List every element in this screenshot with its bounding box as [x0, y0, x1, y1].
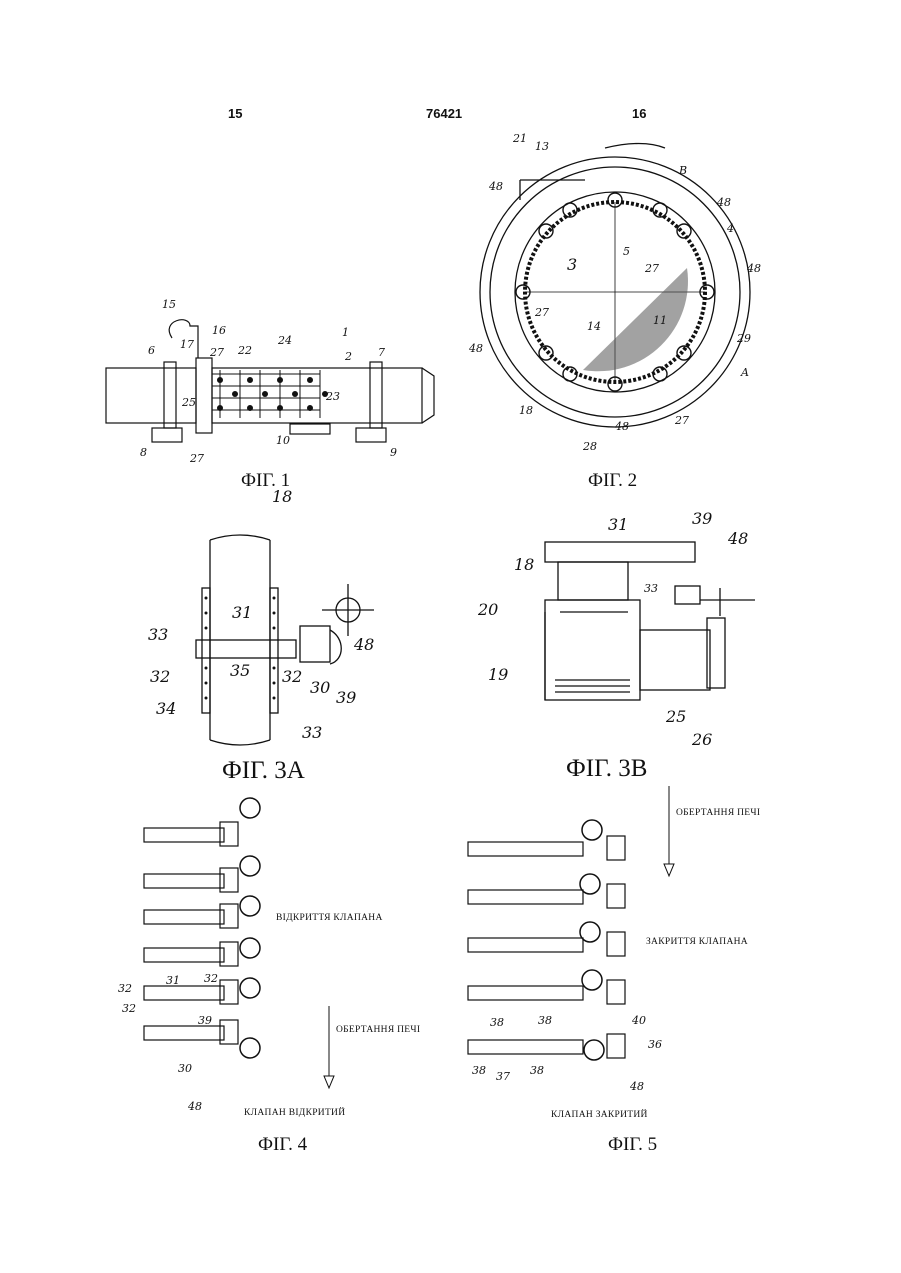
fig2-label-29: 29 [736, 332, 751, 345]
fig1-label-22: 22 [237, 344, 252, 357]
fig3a-label-48: 48 [353, 635, 374, 654]
fig4-label-39: 39 [198, 1014, 212, 1027]
document-number: 76421 [426, 106, 462, 121]
fig3a-label-18: 18 [272, 487, 292, 506]
fig5-label-38-a: 38 [490, 1016, 504, 1029]
fig2-label-48-a: 48 [488, 180, 503, 193]
fig3b-label-19: 19 [488, 665, 508, 684]
fig1-label-8: 8 [140, 446, 147, 459]
fig5-label-38-b: 38 [538, 1014, 552, 1027]
fig1-label-27: 27 [209, 346, 224, 359]
fig5-note-state: КЛАПАН ЗАКРИТИЙ [551, 1110, 648, 1120]
fig2-label-21: 21 [512, 132, 527, 145]
figure-5-drawing: 38 38 40 36 38 37 38 48 [462, 800, 662, 1100]
fig2-label-5: 5 [623, 245, 630, 258]
fig1-label-17: 17 [180, 338, 194, 351]
fig4-note-opening: ВІДКРИТТЯ КЛАПАНА [276, 913, 383, 923]
fig3b-label-48: 48 [727, 529, 748, 548]
fig3b-label-20: 20 [477, 600, 498, 619]
fig3b-label-25: 25 [665, 707, 686, 726]
fig2-label-11: 11 [653, 314, 667, 327]
fig3b-label-18: 18 [514, 555, 534, 574]
fig1-label-25: 25 [181, 396, 196, 409]
fig5-label-36: 36 [648, 1038, 662, 1051]
fig1-label-23: 23 [325, 390, 340, 403]
page-number-right: 16 [632, 106, 646, 121]
fig4-label-32-a: 32 [118, 982, 132, 995]
fig3a-label-33-b: 33 [302, 723, 322, 742]
fig5-label-38-c: 38 [472, 1064, 486, 1077]
fig4-label-48: 48 [187, 1100, 202, 1113]
fig4-note-state: КЛАПАН ВІДКРИТИЙ [244, 1108, 345, 1118]
fig1-label-10: 10 [276, 434, 290, 447]
fig5-note-rotation: ОБЕРТАННЯ ПЕЧІ [676, 808, 760, 818]
fig2-label-27-b: 27 [534, 306, 549, 319]
fig4-label-30: 30 [178, 1062, 192, 1075]
fig1-label-2: 2 [344, 350, 352, 363]
fig3a-label-39: 39 [336, 688, 356, 707]
figure-4-drawing: 32 31 32 32 39 30 48 [112, 788, 302, 1128]
fig3a-label-32-b: 32 [282, 667, 302, 686]
fig1-label-7: 7 [378, 346, 385, 359]
fig5-rotation-arrow [662, 786, 676, 878]
fig4-rotation-arrow [322, 1006, 336, 1090]
figure-5-caption: ФІГ. 5 [608, 1134, 657, 1156]
fig3a-label-32-a: 32 [150, 667, 170, 686]
fig2-label-48-e: 48 [614, 420, 629, 433]
fig2-label-27-c: 27 [674, 414, 689, 427]
fig2-label-4: 4 [726, 222, 734, 235]
figure-3a-drawing: 18 31 33 48 32 35 32 34 30 39 33 [140, 488, 390, 753]
fig2-label-27-a: 27 [644, 262, 659, 275]
figure-4-caption: ФІГ. 4 [258, 1134, 307, 1156]
fig3b-label-39: 39 [692, 509, 712, 528]
fig2-label-48-b: 48 [716, 196, 731, 209]
fig2-label-B: B [678, 164, 687, 177]
fig2-label-48-d: 48 [468, 342, 483, 355]
fig1-label-16: 16 [212, 324, 226, 337]
fig3a-label-30: 30 [310, 678, 330, 697]
fig4-label-32-b: 32 [204, 972, 218, 985]
fig3a-label-33-a: 33 [148, 625, 168, 644]
fig2-label-13: 13 [535, 140, 549, 153]
fig1-label-24: 24 [277, 334, 292, 347]
fig5-note-closing: ЗАКРИТТЯ КЛАПАНА [646, 937, 748, 947]
fig2-label-28: 28 [582, 440, 597, 453]
figure-3a-caption: ФІГ. 3A [222, 757, 305, 785]
fig5-label-38-d: 38 [530, 1064, 544, 1077]
figure-2-drawing: 13 21 B 48 48 4 5 3 27 48 27 14 11 29 48… [455, 120, 775, 460]
fig5-label-40: 40 [631, 1014, 646, 1027]
fig3a-label-35: 35 [230, 661, 250, 680]
fig4-label-31: 31 [166, 974, 180, 987]
fig5-label-37: 37 [496, 1070, 510, 1083]
figure-1-drawing: 15 16 17 6 27 22 24 1 2 7 25 23 8 27 10 … [100, 290, 440, 470]
fig3a-label-31: 31 [232, 603, 252, 622]
fig1-label-9: 9 [390, 446, 397, 459]
fig1-label-6: 6 [148, 344, 155, 357]
fig1-label-27b: 27 [189, 452, 204, 465]
fig4-label-32-c: 32 [122, 1002, 136, 1015]
fig2-label-14: 14 [587, 320, 601, 333]
fig2-label-18: 18 [519, 404, 533, 417]
fig4-note-rotation: ОБЕРТАННЯ ПЕЧІ [336, 1025, 420, 1035]
fig3b-label-26: 26 [691, 730, 712, 749]
fig1-label-1: 1 [342, 326, 349, 339]
fig1-label-15: 15 [162, 298, 176, 311]
figure-3b-drawing: 31 39 48 18 33 20 19 25 26 [470, 500, 770, 755]
figure-3b-caption: ФІГ. 3B [566, 755, 647, 783]
fig3b-label-31: 31 [608, 515, 628, 534]
fig3b-label-33: 33 [644, 582, 658, 595]
fig2-label-48-c: 48 [746, 262, 761, 275]
fig2-label-A: A [740, 366, 749, 379]
fig5-label-48: 48 [629, 1080, 644, 1093]
page-number-left: 15 [228, 106, 242, 121]
fig2-label-3: 3 [567, 255, 577, 274]
fig3a-label-34: 34 [156, 699, 176, 718]
figure-2-caption: ФІГ. 2 [588, 470, 637, 492]
